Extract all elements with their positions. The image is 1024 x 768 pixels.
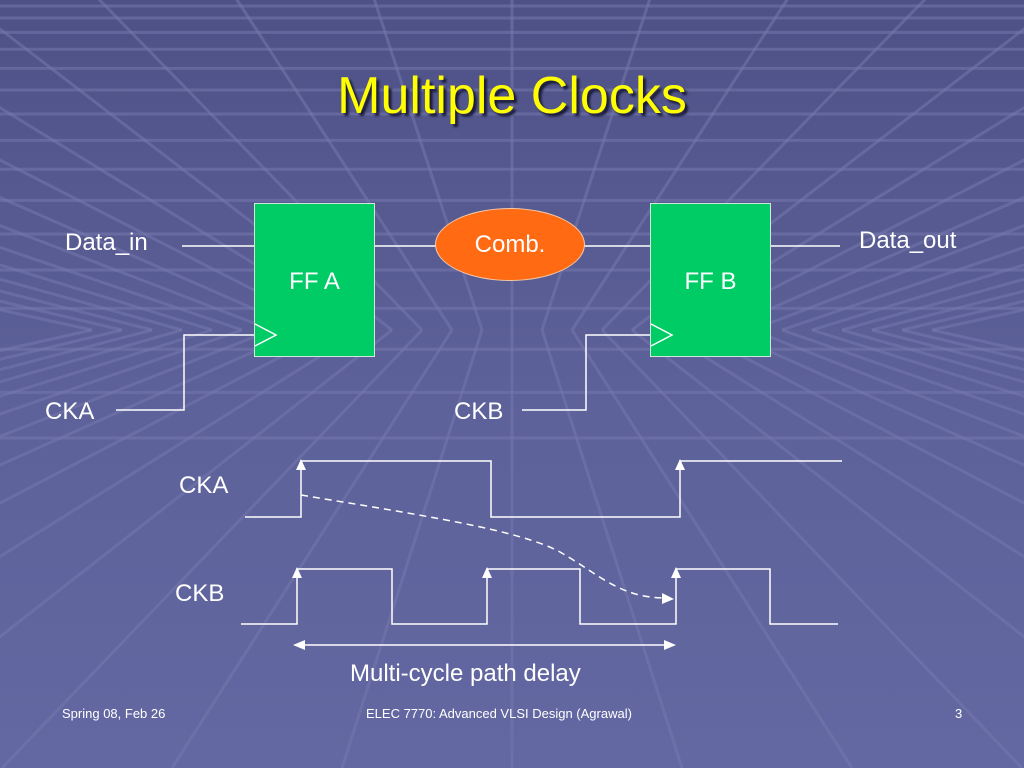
- cka-wire: [116, 334, 255, 411]
- grid-line: [170, 329, 454, 768]
- ff-b-label: FF B: [684, 268, 737, 295]
- ff-a-clock-triangle: [254, 323, 278, 347]
- ff-b-clock-triangle: [650, 323, 674, 347]
- grid-line: [0, 328, 363, 559]
- grid-line: [751, 223, 1024, 332]
- grid-line: [691, 158, 1024, 332]
- ckb-waveform: [241, 568, 838, 625]
- grid-line: [340, 329, 484, 768]
- footer-page-number: 3: [955, 706, 963, 721]
- delay-span-right-arrow: [664, 640, 676, 650]
- data-in-label: Data_in: [65, 229, 148, 256]
- grid-line: [0, 158, 333, 332]
- ckb-rising-arrow-1: [292, 567, 302, 578]
- grid-line: [721, 195, 1024, 332]
- grid-line: [0, 195, 303, 332]
- multi-cycle-dashed-arrow: [300, 494, 667, 599]
- timing-cka-label: CKA: [179, 472, 229, 499]
- footer-date: Spring 08, Feb 26: [62, 706, 166, 721]
- slide-title: Multiple Clocks: [337, 67, 687, 125]
- comb-label: Comb.: [474, 231, 546, 258]
- dashed-arrowhead: [662, 593, 674, 604]
- grid-line: [781, 245, 1024, 332]
- grid-line: [0, 328, 393, 639]
- grid-line: [0, 328, 243, 416]
- grid-line: [540, 329, 684, 768]
- cka-input-label: CKA: [45, 398, 95, 425]
- grid-line: [0, 245, 243, 332]
- data-out-label: Data_out: [859, 227, 957, 254]
- cka-rising-arrow-2: [675, 459, 685, 470]
- ff-a-label: FF A: [289, 268, 340, 295]
- grid-line: [721, 328, 1024, 467]
- cka-rising-arrow-1: [296, 459, 306, 470]
- grid-line: [0, 328, 273, 438]
- grid-line: [570, 329, 854, 768]
- grid-line: [691, 328, 1024, 505]
- cka-waveform: [245, 460, 842, 518]
- grid-line: [781, 328, 1024, 416]
- ckb-input-label: CKB: [454, 398, 504, 425]
- grid-line: [0, 328, 333, 505]
- delay-span-left-arrow: [293, 640, 305, 650]
- ff-b-block: FF B: [650, 203, 771, 357]
- footer-course: ELEC 7770: Advanced VLSI Design (Agrawal…: [366, 706, 632, 721]
- ckb-rising-arrow-2: [482, 567, 492, 578]
- grid-line: [0, 328, 303, 467]
- ckb-rising-arrow-3: [671, 567, 681, 578]
- comb-logic: Comb.: [435, 208, 585, 281]
- grid-line: [0, 328, 424, 768]
- grid-line: [631, 328, 1024, 639]
- grid-line: [0, 223, 273, 332]
- ckb-wire: [522, 334, 651, 411]
- timing-ckb-label: CKB: [175, 580, 225, 607]
- grid-line: [661, 328, 1024, 559]
- ff-a-block: FF A: [254, 203, 375, 357]
- grid-line: [751, 328, 1024, 438]
- delay-label: Multi-cycle path delay: [350, 660, 581, 687]
- grid-line: [600, 328, 1024, 768]
